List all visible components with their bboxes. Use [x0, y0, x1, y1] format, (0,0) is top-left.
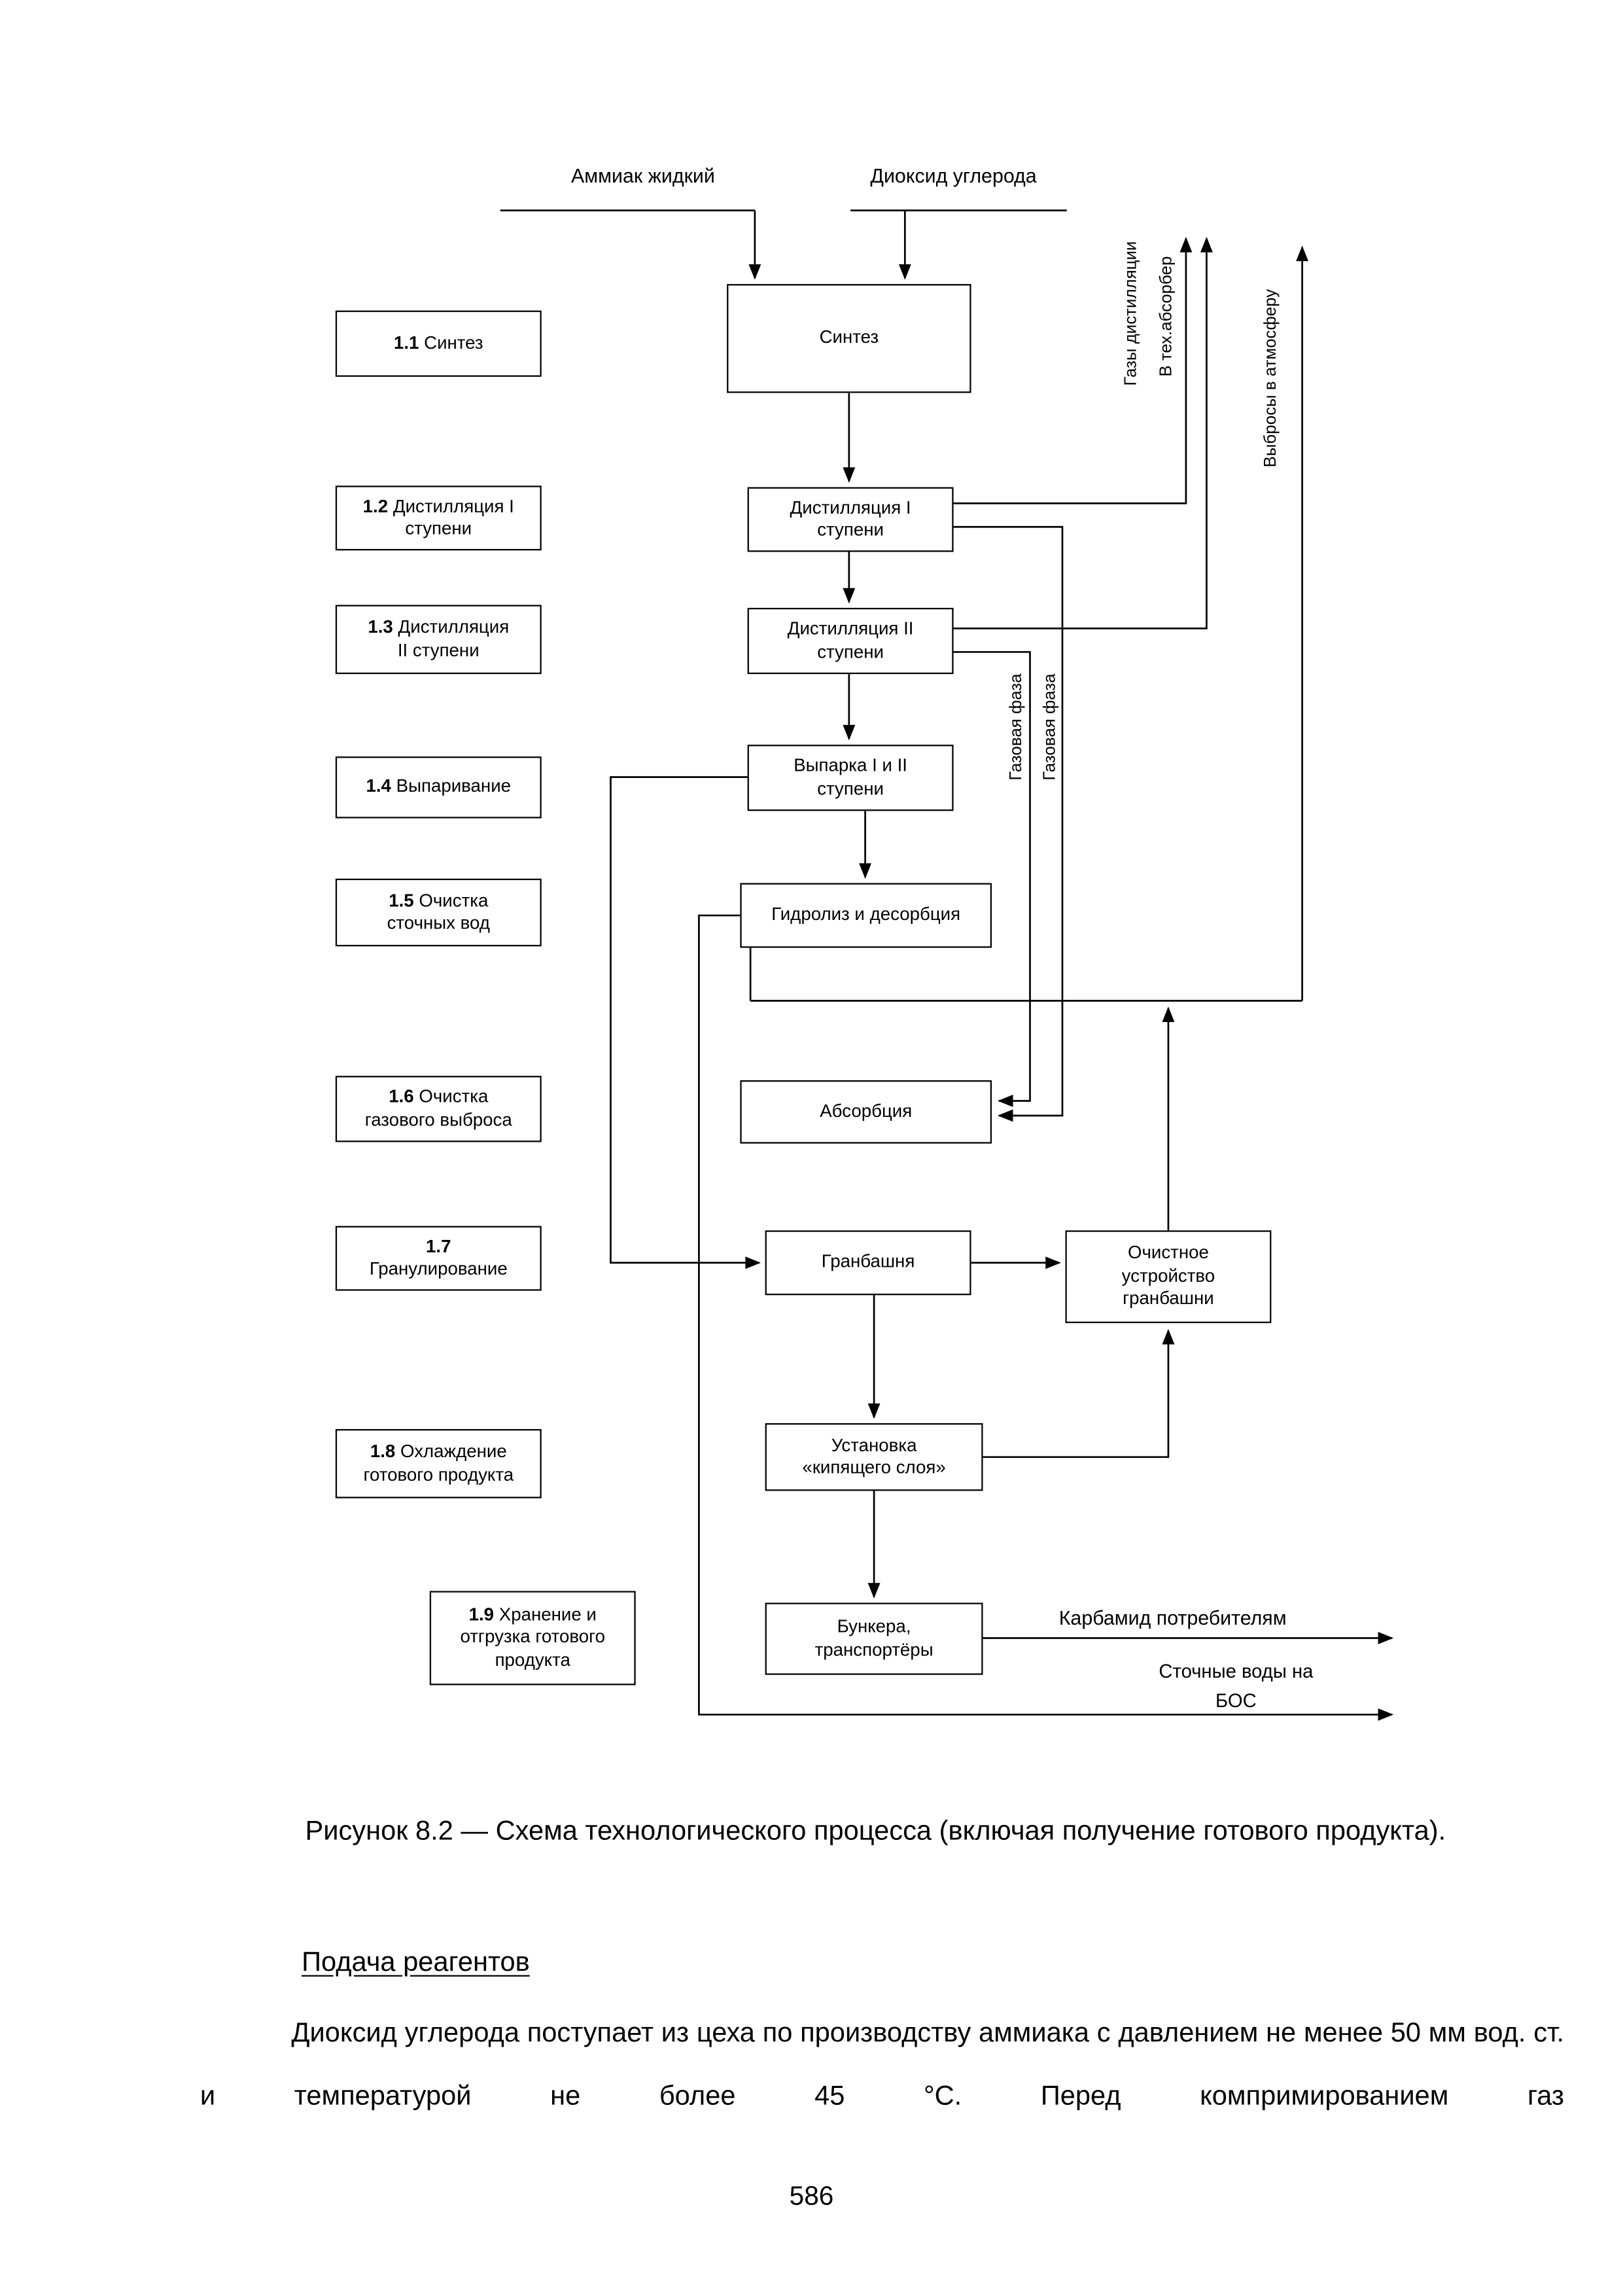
stage-label: Очистка сточных вод [387, 890, 490, 934]
stage-number: 1.4 [366, 776, 391, 797]
stage-number: 1.6 [389, 1086, 414, 1107]
distillation2-box: Дистилляция II ступени [747, 607, 954, 675]
stage-box-1-2: 1.2 Дистилляция I ступени [335, 486, 542, 551]
vlabel-gas-phase-2: Газовая фаза [1041, 673, 1060, 781]
stage-label: Выпаривание [391, 776, 512, 797]
evaporation-box: Выпарка I и II ступени [747, 745, 954, 811]
process-flow-diagram: Аммиак жидкий Диоксид углерода 1.1 Синте… [335, 164, 1394, 1721]
vlabel-atmospheric-emissions: Выбросы в атмосферу [1262, 289, 1280, 468]
stage-number: 1.5 [389, 890, 414, 911]
input-label-co2: Диоксид углерода [870, 164, 1037, 187]
granulation-tower-box: Гранбашня [765, 1230, 971, 1296]
bunkers-conveyors-box: Бункера, транспортёры [765, 1602, 983, 1675]
stage-box-1-6: 1.6 Очистка газового выброса [335, 1076, 542, 1142]
body-paragraph: Диоксид углерода поступает из цеха по пр… [200, 2016, 1565, 2111]
vlabel-to-tech-absorber: В тех.абсорбер [1158, 256, 1176, 377]
output-label-urea: Карбамид потребителям [1058, 1607, 1287, 1629]
stage-label: Хранение и отгрузка готового продукта [460, 1604, 605, 1670]
stage-box-1-7: 1.7 Гранулирование [335, 1226, 542, 1291]
stage-box-1-8: 1.8 Охлаждение готового продукта [335, 1429, 542, 1498]
stage-box-1-4: 1.4 Выпаривание [335, 756, 542, 819]
stage-label: Гранулирование [369, 1258, 508, 1279]
stage-label: Охлаждение готового продукта [363, 1441, 514, 1485]
absorption-box: Абсорбция [740, 1080, 992, 1144]
section-heading: Подача реагентов [302, 1945, 530, 1977]
stage-label: Дистилляция I ступени [393, 495, 514, 539]
distillation1-box: Дистилляция I ступени [747, 487, 954, 552]
stage-label: Очистка газового выброса [364, 1086, 512, 1130]
stage-number: 1.8 [370, 1441, 396, 1462]
stage-number: 1.9 [468, 1604, 495, 1625]
stage-number: 1.2 [362, 495, 389, 516]
hydrolysis-desorption-box: Гидролиз и десорбция [740, 883, 992, 948]
stage-label: Синтез [419, 332, 483, 353]
line-evaporation-to-grantower [610, 776, 761, 1269]
synthesis-box: Синтез [727, 284, 971, 393]
fluidized-bed-box: Установка «кипящего слоя» [765, 1423, 983, 1491]
line-wastewater-to-bos [698, 914, 1394, 1721]
stage-box-1-3: 1.3 Дистилляция II ступени [335, 605, 542, 675]
page-number: 586 [789, 2181, 834, 2211]
line-distillation-gases-up [953, 237, 1193, 504]
stage-box-1-9: 1.9 Хранение и отгрузка готового продукт… [429, 1591, 636, 1686]
stage-number: 1.1 [393, 332, 419, 353]
output-label-wastewater: Сточные воды на БОС [1159, 1660, 1314, 1712]
flow-lines [500, 209, 1394, 1721]
line-gasphase2-to-absorption [953, 651, 1031, 1107]
line-to-tech-absorber-up [953, 237, 1213, 629]
line-gasphase1-to-absorption [953, 525, 1064, 1122]
stage-number: 1.7 [426, 1235, 451, 1257]
input-label-ammonia: Аммиак жидкий [571, 164, 715, 187]
stage-box-1-5: 1.5 Очистка сточных вод [335, 878, 542, 947]
tower-cleaner-box: Очистное устройство гранбашни [1065, 1230, 1272, 1324]
vlabel-distillation-gases: Газы дистилляции [1123, 241, 1141, 386]
vlabel-gas-phase-1: Газовая фаза [1007, 673, 1026, 781]
figure-caption: Рисунок 8.2 — Схема технологического про… [305, 1814, 1446, 1846]
stage-number: 1.3 [368, 616, 393, 638]
stage-label: Дистилляция II ступени [397, 616, 510, 660]
stage-box-1-1: 1.1 Синтез [335, 310, 542, 377]
arrow-fluidbed-to-cleaner [983, 1329, 1175, 1458]
